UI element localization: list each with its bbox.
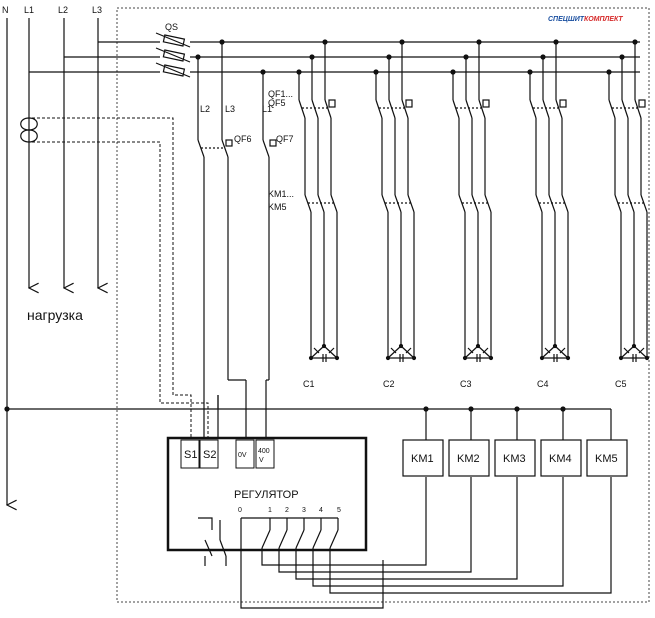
output-label-2: 2 xyxy=(285,507,289,514)
bus-tap xyxy=(260,69,266,75)
coil-km1: KM1 xyxy=(402,439,444,477)
capacitor-branch xyxy=(296,39,340,362)
capacitor-label-c3: C3 xyxy=(460,379,472,389)
output-contact xyxy=(295,477,518,580)
capacitor-branches xyxy=(195,39,650,362)
qs-label: QS xyxy=(165,22,178,32)
capacitor-label-c1: C1 xyxy=(303,379,315,389)
terminal-0v: 0V xyxy=(238,452,247,459)
bus-tap xyxy=(195,54,201,60)
output-contact xyxy=(261,477,427,566)
regulator-terminals xyxy=(180,439,275,469)
output-label-1: 1 xyxy=(268,507,272,514)
coil-km5: KM5 xyxy=(586,439,628,477)
terminal-400v-line2: V xyxy=(259,457,264,464)
capacitor-branch xyxy=(450,39,494,362)
contactor-label-2: KM5 xyxy=(268,202,287,212)
feed-label-l3: L3 xyxy=(225,104,235,114)
regulator-outputs xyxy=(198,477,612,609)
coil-km2: KM2 xyxy=(448,439,490,477)
capacitor-label-c2: C2 xyxy=(383,379,395,389)
coil-km3: KM3 xyxy=(494,439,536,477)
capacitor-branch xyxy=(606,39,650,362)
capacitor-branch xyxy=(373,39,417,362)
output-contact xyxy=(312,477,564,587)
ct-wiring xyxy=(32,117,209,440)
feed-label-l1: L1 xyxy=(262,104,272,114)
coil-label: KM3 xyxy=(503,453,526,465)
current-transformer xyxy=(20,117,38,143)
logo: СПЕЦШИТКОМПЛЕКТ xyxy=(548,16,623,23)
output-label-3: 3 xyxy=(302,507,306,514)
regulator-box xyxy=(166,436,368,552)
neutral-bus xyxy=(4,395,612,440)
output-contact xyxy=(329,477,612,594)
qf7-label: QF7 xyxy=(276,134,294,144)
terminal-s1: S1 xyxy=(184,449,197,461)
terminal-400v-line1: 400 xyxy=(258,448,270,455)
coil-label: KM2 xyxy=(457,453,480,465)
label-l1: L1 xyxy=(24,5,34,15)
label-l2: L2 xyxy=(58,5,68,15)
breaker-label-1: QF1... xyxy=(268,89,293,99)
bus-tap xyxy=(219,39,225,45)
coil-row: KM1 KM2 KM3 KM4 KM5 xyxy=(402,439,628,477)
label-n: N xyxy=(2,5,9,15)
feed-label-l2: L2 xyxy=(200,104,210,114)
qf6-qf7 xyxy=(197,139,277,440)
output-label-4: 4 xyxy=(319,507,323,514)
output-label-0: 0 xyxy=(238,507,242,514)
coil-label: KM5 xyxy=(595,453,618,465)
label-l3: L3 xyxy=(92,5,102,15)
output-contact xyxy=(278,477,472,573)
main-lines xyxy=(7,18,640,505)
load-label: нагрузка xyxy=(27,307,83,323)
qf6-label: QF6 xyxy=(234,134,252,144)
capacitor-label-c4: C4 xyxy=(537,379,549,389)
contactor-label-1: KM1... xyxy=(268,189,294,199)
capacitor-branch xyxy=(527,39,571,362)
breaker-label-2: QF5 xyxy=(268,98,286,108)
capacitor-label-c5: C5 xyxy=(615,379,627,389)
coil-km4: KM4 xyxy=(540,439,582,477)
coil-label: KM4 xyxy=(549,453,572,465)
qs-switch xyxy=(155,32,191,78)
coil-label: KM1 xyxy=(411,453,434,465)
regulator-title: РЕГУЛЯТОР xyxy=(234,489,299,501)
output-label-5: 5 xyxy=(337,507,341,514)
terminal-s2: S2 xyxy=(203,449,216,461)
